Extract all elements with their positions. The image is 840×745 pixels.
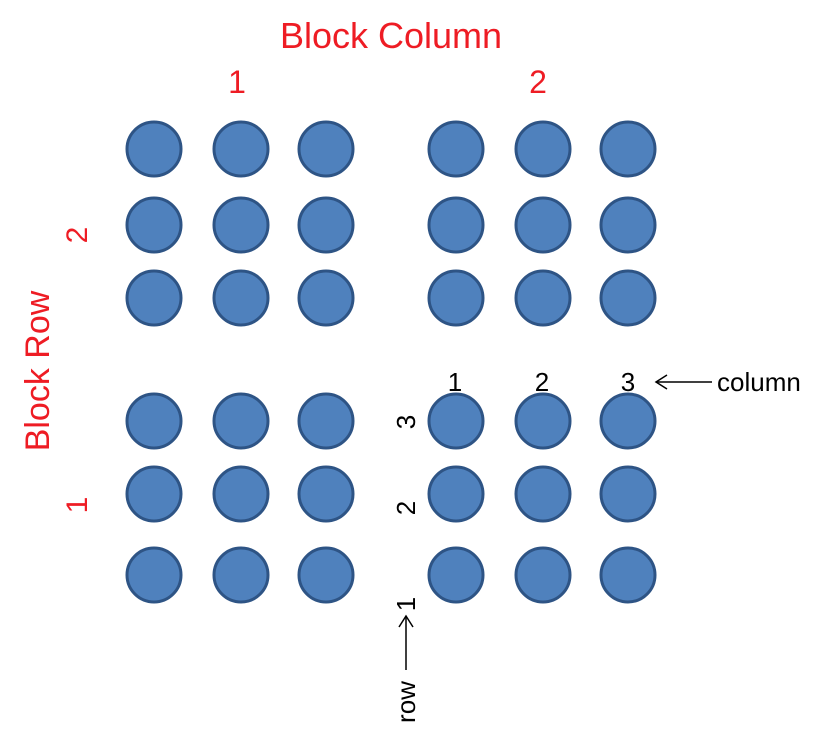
dots-group [125, 120, 657, 604]
block-row-2-label: 2 [61, 227, 94, 244]
dot-block-row-1-block-col-2-row-2-col-2 [514, 465, 572, 523]
block-column-2-label: 2 [529, 64, 547, 100]
dot-block-row-1-block-col-2-row-1-col-2 [514, 546, 572, 604]
dot-block-row-1-block-col-1-row-2-col-2 [212, 465, 270, 523]
dot-block-row-2-block-col-1-row-1-col-3 [297, 269, 355, 327]
dot-block-row-2-block-col-1-row-1-col-1 [125, 269, 183, 327]
dot-block-row-2-block-col-1-row-3-col-3 [297, 120, 355, 178]
dot-block-row-1-block-col-2-row-3-col-1 [427, 392, 485, 450]
dot-block-row-2-block-col-2-row-2-col-2 [514, 196, 572, 254]
dot-block-row-1-block-col-1-row-3-col-1 [125, 392, 183, 450]
dot-block-row-2-block-col-1-row-2-col-3 [297, 196, 355, 254]
dot-block-row-1-block-col-2-row-2-col-1 [427, 465, 485, 523]
dot-block-row-1-block-col-1-row-1-col-3 [297, 546, 355, 604]
dot-block-row-1-block-col-1-row-1-col-2 [212, 546, 270, 604]
block-row-1-label: 1 [61, 497, 94, 514]
column-2-label: 2 [535, 367, 549, 397]
column-1-label: 1 [448, 367, 462, 397]
dot-block-row-2-block-col-2-row-1-col-2 [514, 269, 572, 327]
dot-block-row-1-block-col-1-row-3-col-3 [297, 392, 355, 450]
block-row-title: Block Row [19, 290, 57, 451]
block-column-1-label: 1 [228, 64, 246, 100]
dot-block-row-2-block-col-1-row-2-col-1 [125, 196, 183, 254]
dot-block-row-2-block-col-2-row-3-col-2 [514, 120, 572, 178]
dot-block-row-1-block-col-2-row-1-col-1 [427, 546, 485, 604]
dot-block-row-1-block-col-2-row-1-col-3 [599, 546, 657, 604]
dot-block-row-1-block-col-2-row-3-col-3 [599, 392, 657, 450]
dot-block-row-1-block-col-1-row-2-col-3 [297, 465, 355, 523]
dot-block-row-1-block-col-2-row-3-col-2 [514, 392, 572, 450]
row-axis-label: row [391, 681, 421, 723]
dot-block-row-2-block-col-1-row-3-col-2 [212, 120, 270, 178]
dot-block-row-2-block-col-1-row-1-col-2 [212, 269, 270, 327]
dot-block-row-1-block-col-1-row-2-col-1 [125, 465, 183, 523]
row-3-label: 3 [391, 415, 421, 429]
dot-block-row-2-block-col-1-row-2-col-2 [212, 196, 270, 254]
dot-block-row-2-block-col-2-row-3-col-3 [599, 120, 657, 178]
column-axis-label: column [717, 367, 801, 397]
dot-block-row-2-block-col-2-row-2-col-3 [599, 196, 657, 254]
dot-block-row-1-block-col-2-row-2-col-3 [599, 465, 657, 523]
column-arrow-head [654, 374, 668, 390]
dot-block-row-1-block-col-1-row-1-col-1 [125, 546, 183, 604]
dot-block-row-2-block-col-2-row-1-col-1 [427, 269, 485, 327]
block-column-title: Block Column [280, 15, 502, 56]
row-1-label: 1 [391, 597, 421, 611]
row-2-label: 2 [391, 501, 421, 515]
dot-block-row-2-block-col-2-row-1-col-3 [599, 269, 657, 327]
dot-block-row-2-block-col-1-row-3-col-1 [125, 120, 183, 178]
dot-block-row-2-block-col-2-row-2-col-1 [427, 196, 485, 254]
dot-block-row-2-block-col-2-row-3-col-1 [427, 120, 485, 178]
row-arrow-head [398, 614, 414, 628]
dot-block-row-1-block-col-1-row-3-col-2 [212, 392, 270, 450]
column-3-label: 3 [621, 367, 635, 397]
